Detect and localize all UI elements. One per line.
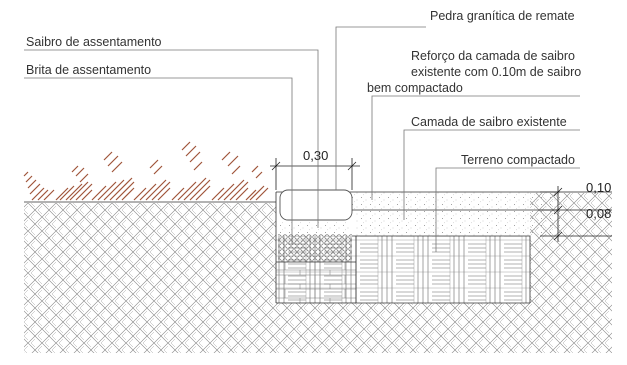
dimension-width-label: 0,30	[303, 148, 328, 163]
layer-saibro-assentamento	[278, 222, 352, 234]
layer-brita-assentamento	[278, 234, 352, 262]
label-saibro-assentamento: Saibro de assentamento	[26, 35, 162, 49]
dimension-thickness: 0,10 0,08	[540, 180, 612, 242]
label-camada-existente: Camada de saibro existente	[411, 115, 567, 129]
label-reforco-line1: Reforço da camada de saibro	[411, 49, 575, 63]
layer-terreno-faixa	[276, 262, 356, 303]
existing-ground	[24, 203, 276, 353]
layer-boundaries	[275, 192, 560, 304]
label-pedra-granitica: Pedra granítica de remate	[430, 9, 575, 23]
dimension-width: 0,30	[270, 148, 360, 190]
dimension-bottom-label: 0,08	[586, 206, 611, 221]
layer-saibro-existente	[356, 210, 560, 236]
leader-lines	[24, 26, 580, 252]
label-reforco-line3: bem compactado	[367, 81, 463, 95]
label-reforco-line2: existente com 0.10m de saibro	[411, 65, 581, 79]
dimension-top-label: 0,10	[586, 180, 611, 195]
deep-ground	[276, 303, 612, 353]
grass-hatching	[23, 141, 269, 201]
label-terreno-compactado: Terreno compactado	[461, 153, 575, 167]
label-brita-assentamento: Brita de assentamento	[26, 63, 151, 77]
granite-kerb	[279, 189, 353, 221]
